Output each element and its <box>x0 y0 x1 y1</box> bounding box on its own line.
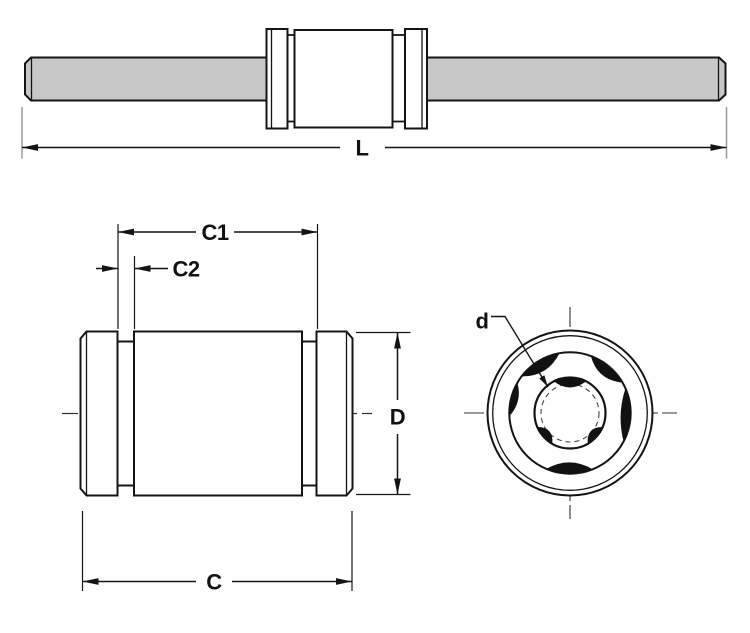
bearing-left-ring <box>265 28 289 130</box>
dim-label-C1: C1 <box>201 220 228 245</box>
bore-lobes <box>537 377 603 444</box>
dim-label-C: C <box>206 570 222 595</box>
lobe <box>509 382 519 417</box>
dim-D: D <box>356 331 411 496</box>
lobe <box>587 426 603 444</box>
lobe <box>537 426 553 444</box>
dim-label-L: L <box>356 136 369 161</box>
dim-d-leader: d <box>476 309 549 388</box>
dim-L: L <box>21 107 728 161</box>
ball-track-lobes <box>509 353 631 474</box>
bore-circle <box>533 376 607 450</box>
side-view: C1 C2 D C <box>62 220 411 595</box>
lobe <box>590 356 623 383</box>
dim-C1: C1 <box>117 220 319 329</box>
lobe <box>553 377 587 388</box>
top-view: L <box>21 28 728 161</box>
dim-C2: C2 <box>96 256 200 329</box>
end-view: d <box>464 307 677 519</box>
bearing-right-ring <box>404 28 428 130</box>
dim-label-C2: C2 <box>172 257 199 282</box>
dim-C: C <box>81 511 353 595</box>
dim-label-D: D <box>390 405 405 430</box>
lobe <box>620 388 631 442</box>
part-outline <box>79 330 354 497</box>
retainer-circle <box>492 335 648 491</box>
lobe <box>521 353 560 377</box>
leader-arrow <box>491 315 549 388</box>
lobe <box>546 462 593 474</box>
dim-label-d: d <box>476 309 489 334</box>
bearing-body <box>293 29 394 129</box>
